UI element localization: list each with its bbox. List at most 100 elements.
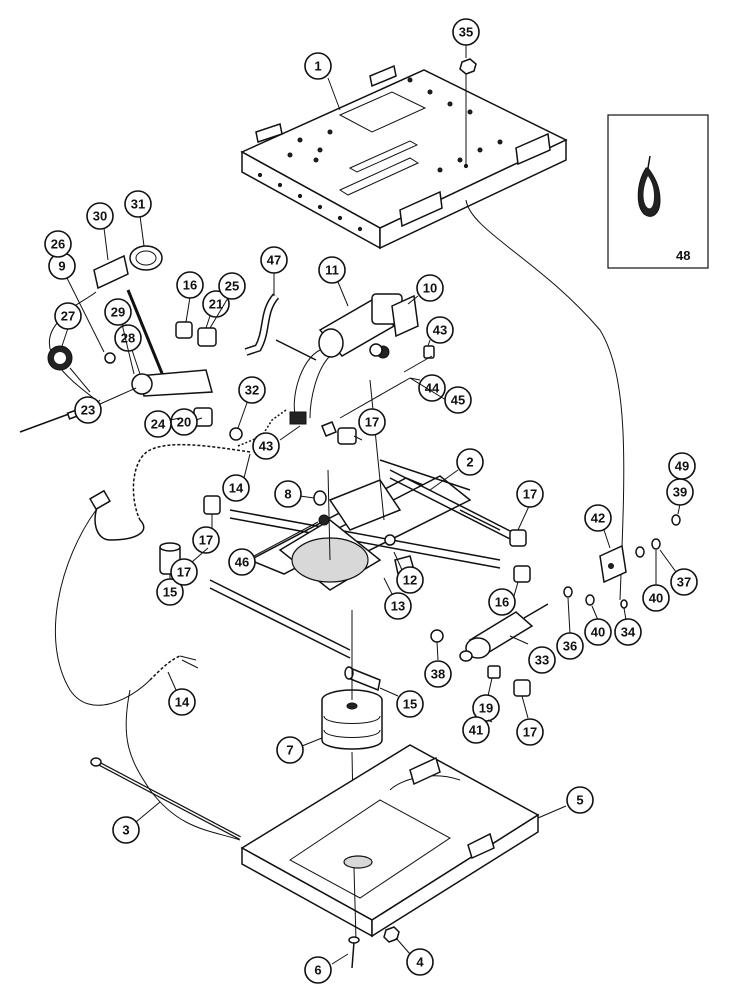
- callout: 17: [192, 514, 220, 554]
- svg-text:40: 40: [591, 625, 605, 640]
- callout: 8: [274, 480, 315, 508]
- svg-text:20: 20: [177, 415, 191, 430]
- svg-text:38: 38: [431, 667, 445, 682]
- svg-text:43: 43: [433, 323, 447, 338]
- callout: 31: [124, 190, 152, 247]
- callouts: 1 2 3 4 5 6 7 8: [44, 18, 698, 984]
- lift-cylinder: [99, 369, 213, 405]
- callout: 7: [276, 736, 323, 764]
- svg-text:14: 14: [229, 481, 244, 496]
- callout: 12: [393, 551, 424, 594]
- svg-text:24: 24: [151, 417, 166, 432]
- shock-absorber: [459, 603, 549, 662]
- callout: 35: [452, 18, 480, 58]
- callout: 21: [202, 290, 230, 329]
- svg-text:17: 17: [523, 487, 537, 502]
- callout: 15: [379, 687, 424, 718]
- callout: 41: [462, 716, 493, 744]
- callout: 46: [228, 521, 319, 576]
- svg-text:49: 49: [675, 459, 689, 474]
- callout: 28: [114, 324, 142, 375]
- svg-text:36: 36: [563, 639, 577, 654]
- callout: 26: [44, 230, 72, 258]
- callout: 34: [614, 607, 642, 646]
- callout: 4: [395, 937, 434, 976]
- clamp-assembly: [93, 245, 170, 389]
- svg-text:32: 32: [245, 383, 259, 398]
- inset-box: 48: [607, 114, 709, 269]
- callout: 11: [318, 256, 349, 307]
- callout: 27: [54, 302, 82, 347]
- callout: 42: [584, 504, 612, 549]
- svg-text:4: 4: [416, 955, 424, 970]
- callout: 43: [252, 425, 301, 460]
- callout: 16: [176, 271, 204, 323]
- wire-harness: [54, 409, 287, 841]
- callout: 1: [304, 52, 341, 111]
- svg-text:19: 19: [479, 701, 493, 716]
- callout: 17: [516, 695, 544, 746]
- guide-line-right: [465, 199, 625, 601]
- callout: 40: [642, 550, 670, 612]
- svg-text:8: 8: [284, 487, 291, 502]
- small-washers: [104, 352, 681, 679]
- svg-text:17: 17: [177, 565, 191, 580]
- air-hose: [244, 293, 317, 361]
- svg-text:33: 33: [535, 653, 549, 668]
- svg-text:47: 47: [267, 253, 281, 268]
- svg-text:46: 46: [235, 555, 249, 570]
- callout: 14: [167, 671, 196, 716]
- base-plate: [240, 744, 540, 941]
- callout: 43: [426, 316, 454, 347]
- svg-text:3: 3: [122, 823, 129, 838]
- callout: 23: [74, 396, 102, 424]
- callout: 25: [209, 272, 246, 329]
- callout: 15: [156, 574, 184, 606]
- svg-text:10: 10: [423, 281, 437, 296]
- callout: 17: [353, 408, 386, 441]
- callout: 3: [112, 801, 161, 844]
- callout: 37: [659, 549, 698, 596]
- svg-text:6: 6: [314, 963, 321, 978]
- svg-text:17: 17: [523, 725, 537, 740]
- svg-text:15: 15: [163, 585, 177, 600]
- svg-text:1: 1: [314, 59, 321, 74]
- svg-text:28: 28: [121, 331, 135, 346]
- rod-lower: [344, 666, 381, 692]
- callout: 29: [104, 298, 135, 375]
- callout: 32: [237, 376, 266, 429]
- compressor-motor: [289, 293, 419, 425]
- svg-text:11: 11: [325, 263, 339, 278]
- svg-text:42: 42: [591, 511, 605, 526]
- callout: 5: [537, 786, 594, 819]
- callout: 2: [429, 448, 484, 491]
- svg-text:43: 43: [259, 439, 273, 454]
- svg-text:27: 27: [61, 309, 75, 324]
- grommet: [47, 345, 91, 393]
- callout: 38: [424, 641, 452, 688]
- callout: 6: [304, 953, 349, 984]
- callout: 40: [584, 605, 612, 646]
- svg-text:13: 13: [391, 599, 405, 614]
- callout: 49: [668, 452, 696, 480]
- callout: 47: [260, 246, 288, 296]
- callout: 9: [48, 252, 105, 353]
- inset-label: 48: [676, 248, 690, 263]
- bushings: [175, 321, 531, 697]
- svg-text:35: 35: [459, 25, 473, 40]
- svg-text:17: 17: [199, 533, 213, 548]
- callout: 24: [144, 410, 181, 438]
- callout: 16: [488, 581, 519, 616]
- svg-text:31: 31: [131, 197, 145, 212]
- callout: 44: [409, 374, 446, 402]
- svg-text:45: 45: [451, 393, 465, 408]
- svg-text:5: 5: [576, 793, 583, 808]
- callout: 33: [509, 635, 556, 674]
- fittings: [321, 345, 435, 437]
- bracket: [599, 544, 627, 584]
- svg-text:25: 25: [225, 279, 239, 294]
- callout: 20: [170, 408, 203, 436]
- callout: 17: [170, 547, 209, 586]
- top-nut: [459, 58, 477, 168]
- scissor-mechanism: [209, 459, 521, 659]
